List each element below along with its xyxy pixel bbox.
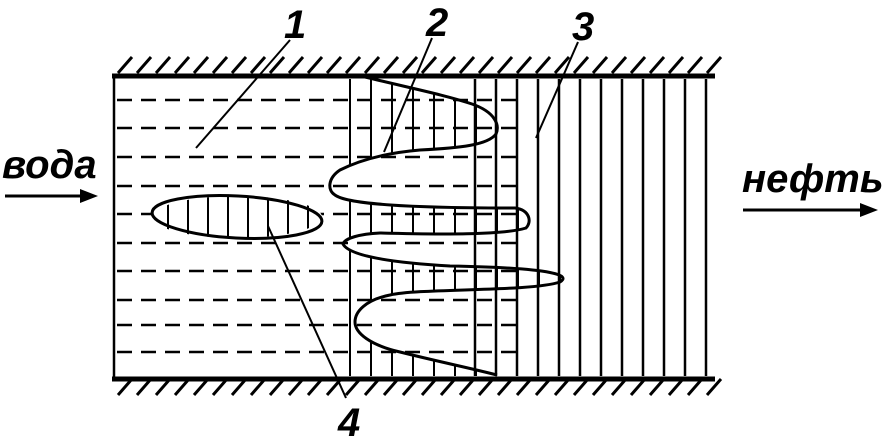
leader-lines <box>195 37 579 399</box>
bottom-wall-hatching <box>116 378 723 396</box>
zone-1-label: 1 <box>284 3 306 47</box>
zone-3-label: 3 <box>572 5 594 49</box>
inlet-arrow <box>5 189 98 203</box>
zone-2-label: 2 <box>425 1 448 45</box>
outlet-arrow <box>743 203 878 217</box>
tongue-hatching <box>349 79 561 376</box>
oil-region-lines <box>473 79 708 376</box>
zone-4-label: 4 <box>337 401 360 442</box>
top-wall-hatching <box>116 56 723 74</box>
inlet-label: вода <box>2 143 97 187</box>
outlet-label: нефть <box>742 157 884 201</box>
trapped-oil-blob <box>150 194 324 240</box>
water-tongues-boundary <box>328 75 565 377</box>
